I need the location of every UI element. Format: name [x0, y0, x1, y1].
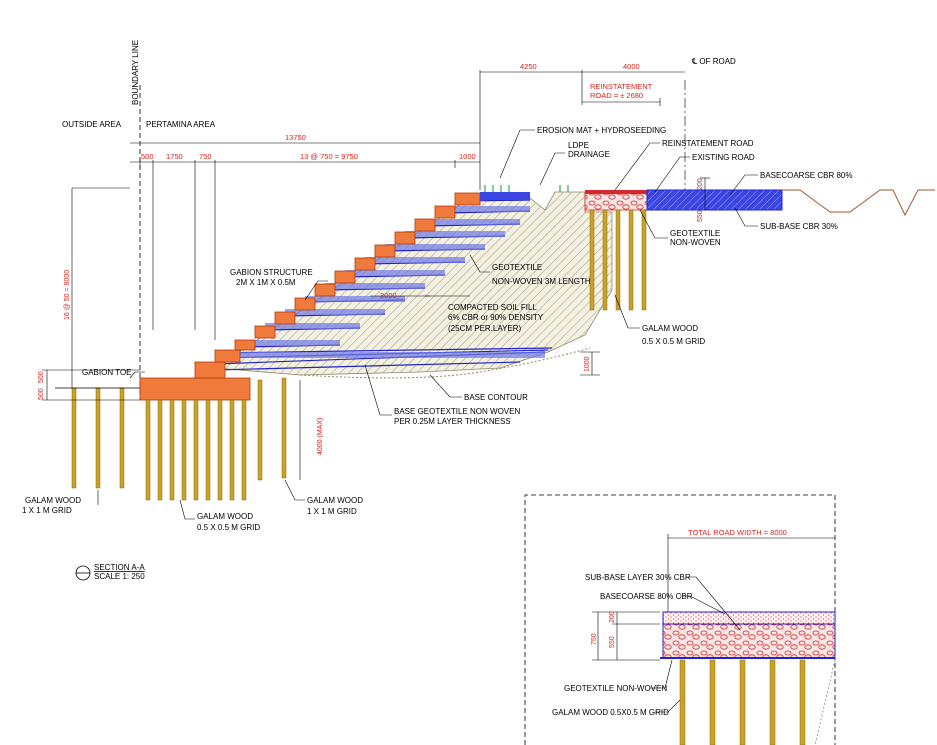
detail-basecoarse-label: BASECOARSE 80% CBR [600, 592, 693, 601]
dim-550: 550 [697, 210, 704, 222]
galam-piles-road [589, 209, 647, 311]
dim-13750: 13750 [285, 133, 306, 142]
leader-lines [97, 129, 758, 520]
compacted-label-2: 6% CBR or 90% DENSITY [448, 313, 544, 322]
detail-dim-750: 750 [591, 633, 598, 645]
pertamina-area-label: PERTAMINA AREA [146, 120, 216, 129]
galam-right-label-2: 0.5 X 0.5 M GRID [642, 337, 705, 346]
detail-dim-200: 200 [609, 611, 616, 623]
detail-subbase-layer [662, 623, 836, 659]
reinstatement-road-base [584, 191, 648, 211]
geotextile-layer-fills [215, 206, 545, 358]
basecoarse-label: BASECOARSE CBR 80% [760, 171, 852, 180]
detail-basecoarse-layer [662, 611, 836, 625]
section-title: SECTION A-A [94, 563, 145, 572]
galam-b-label-1: GALAM WOOD [197, 512, 253, 521]
cl-of-road-label: ℄ OF ROAD [691, 57, 736, 66]
galam-piles-toe [145, 399, 247, 501]
geotextile-nw-label-2: NON-WOVEN [670, 238, 721, 247]
ldpe-label-2: DRAINAGE [568, 150, 610, 159]
detail-galam-piles [679, 659, 806, 745]
galam-a-label-2: 1 X 1 M GRID [22, 506, 72, 515]
dim-500a: 500 [38, 371, 45, 383]
galam-right-label-1: GALAM WOOD [642, 324, 698, 333]
compacted-label-3: (25CM PER.LAYER) [448, 324, 522, 333]
compacted-label-1: COMPACTED SOIL FILL [448, 303, 537, 312]
outside-area-label: OUTSIDE AREA [62, 120, 122, 129]
detail-dim-550: 550 [609, 636, 616, 648]
road-shoulder [782, 189, 935, 217]
galam-b-label-2: 0.5 X 0.5 M GRID [197, 523, 260, 532]
gabion-toe-label: GABION TOE [82, 368, 132, 377]
base-contour [299, 347, 591, 379]
section-scale: SCALE 1: 250 [94, 572, 145, 581]
reinstatement-dim-1: REINSTATEMENT [590, 82, 653, 91]
detail-total-width: TOTAL ROAD WIDTH = 8000 [688, 528, 787, 537]
detail-galam-label: GALAM WOOD 0.5X0.5 M GRID [552, 708, 669, 717]
detail-subbase-label: SUB-BASE LAYER 30% CBR [585, 573, 691, 582]
reinstatement-road-label: REINSTATEMENT ROAD [662, 139, 754, 148]
dim-500b: 500 [38, 388, 45, 400]
dim-1000-right: 1000 [584, 356, 591, 372]
galam-piles-left [71, 387, 125, 489]
dim-16x50: 16 @ 50 = 8000 [64, 270, 71, 320]
gabion-structure [139, 192, 481, 401]
dim-1000-top: 1000 [459, 152, 476, 161]
erosion-mat-label: EROSION MAT + HYDROSEEDING [537, 126, 666, 135]
gabion-structure-label-2: 2M X 1M X 0.5M [236, 278, 296, 287]
dim-200: 200 [697, 178, 704, 190]
dim-13x750: 13 @ 750 = 9750 [300, 152, 358, 161]
galam-c-label-2: 1 X 1 M GRID [307, 507, 357, 516]
base-geo-label-2: PER 0.25M LAYER THICKNESS [394, 417, 511, 426]
galam-c-label-1: GALAM WOOD [307, 496, 363, 505]
dim-750: 750 [199, 152, 212, 161]
geotextile-3m-label-2: NON-WOVEN 3M LENGTH [492, 277, 591, 286]
dim-4000-max: 4000 (MAX) [317, 418, 324, 455]
subbase-label: SUB-BASE CBR 30% [760, 222, 838, 231]
dim-3000: 3000 [380, 291, 397, 300]
detail-geotextile-label: GEOTEXTILE NON-WOVEN [564, 684, 667, 693]
geotextile-3m-label-1: GEOTEXTILE [492, 263, 542, 272]
dim-1750: 1750 [166, 152, 183, 161]
ldpe-label-1: LDPE [568, 141, 589, 150]
reinstatement-road-top [585, 190, 647, 194]
galam-a-label-1: GALAM WOOD [25, 496, 81, 505]
existing-road [646, 189, 783, 211]
erosion-mat [480, 192, 530, 200]
gabion-structure-label-1: GABION STRUCTURE [230, 268, 313, 277]
dim-500: 500 [141, 152, 154, 161]
reinstatement-dim-2: ROAD = ± 2680 [590, 91, 643, 100]
base-contour-label: BASE CONTOUR [464, 393, 528, 402]
detail-box: TOTAL ROAD WIDTH = 8000 SUB-BASE LAYER 3… [524, 494, 836, 745]
galam-piles-middle [257, 377, 287, 481]
boundary-line-label: BOUNDARY LINE [131, 40, 140, 105]
dim-4000: 4000 [623, 62, 640, 71]
existing-road-label: EXISTING ROAD [692, 153, 755, 162]
geotextile-nw-label-1: GEOTEXTILE [670, 229, 720, 238]
dimension-lines [42, 70, 710, 480]
base-geo-label-1: BASE GEOTEXTILE NON WOVEN [394, 407, 520, 416]
dim-4250: 4250 [520, 62, 537, 71]
hydroseeding-marks [484, 185, 569, 192]
